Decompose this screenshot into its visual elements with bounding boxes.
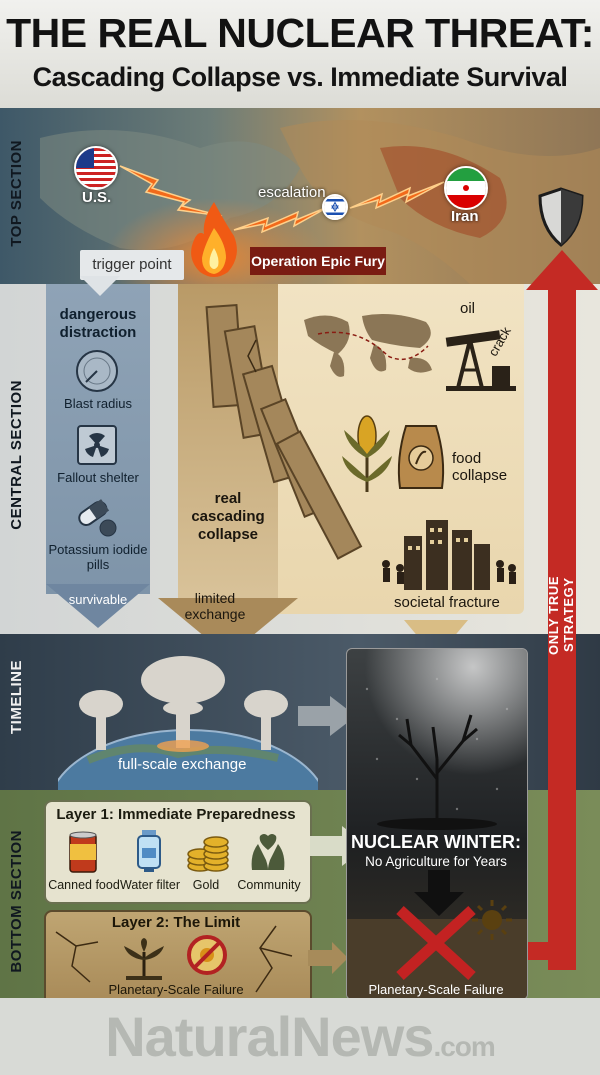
water-filter-icon <box>137 830 161 872</box>
fire-icon <box>191 202 237 277</box>
left-column-arrow <box>46 584 150 628</box>
corn-icon <box>342 415 392 492</box>
real-cascading-collapse-label: real cascading collapse <box>191 490 265 543</box>
oil-label: oil <box>460 300 476 317</box>
food-collapse-label: food collapse <box>452 450 508 484</box>
winter-down-arrow <box>414 870 464 916</box>
section-label-bottom: BOTTOM SECTION <box>8 830 25 973</box>
red-x-icon <box>396 905 476 981</box>
title-band <box>0 0 600 108</box>
dangerous-distraction-title: dangerous distraction <box>59 306 137 341</box>
gold-label: Gold <box>192 878 220 892</box>
canned-food-label: Canned food <box>48 878 120 892</box>
trigger-point-label: trigger point <box>80 250 184 280</box>
no-sun-icon <box>187 935 227 975</box>
trade-route-map-icon <box>304 314 432 377</box>
us-flag-icon <box>74 146 118 190</box>
planetary-failure-label: Planetary-Scale Failure <box>368 982 504 997</box>
israel-flag-icon <box>322 194 348 220</box>
middle-column-arrow <box>158 598 298 656</box>
iran-label: Iran <box>451 208 479 225</box>
full-scale-exchange-label: full-scale exchange <box>118 756 247 773</box>
canned-food-icon <box>69 831 97 873</box>
shield-icon <box>538 187 584 247</box>
only-true-strategy-label: ONLY TRUE STRATEGY <box>546 575 576 655</box>
domino-tiles <box>205 304 363 560</box>
section-label-timeline: TIMELINE <box>8 660 25 734</box>
nuclear-winter-title: NUCLEAR WINTER: <box>351 832 521 852</box>
operation-epic-fury-label: Operation Epic Fury <box>250 247 386 275</box>
lightning-bolt-icon <box>233 205 331 234</box>
logo-tld: .com <box>433 1031 495 1062</box>
trigger-down-arrow <box>80 276 120 296</box>
societal-fracture-label: societal fracture <box>394 594 500 611</box>
iran-flag-icon <box>444 166 488 210</box>
dim-sun-icon <box>472 900 512 940</box>
water-filter-label: Water filter <box>120 878 180 892</box>
layer2-title: Layer 2: The Limit <box>111 914 241 931</box>
radiation-icon <box>77 425 117 465</box>
globe-mushroom-clouds-icon <box>58 656 318 790</box>
layer2-right-arrow <box>308 942 348 974</box>
only-true-strategy-arrow <box>526 250 598 970</box>
survivable-label: survivable <box>68 592 128 607</box>
layer2-caption: Planetary-Scale Failure <box>108 982 244 997</box>
fallout-shelter-label: Fallout shelter <box>57 470 139 485</box>
potassium-iodide-label: Potassium iodide pills <box>48 542 148 572</box>
limited-exchange-label: limited exchange <box>184 590 246 622</box>
community-label: Community <box>237 878 301 892</box>
city-buildings-icon <box>382 520 516 590</box>
nuclear-winter-subtitle: No Agriculture for Years <box>365 854 507 869</box>
logo-brand: NaturalNews <box>105 1005 434 1068</box>
blast-radius-icon <box>76 350 118 392</box>
pills-icon <box>78 499 117 537</box>
timeline-right-arrow <box>298 696 356 736</box>
page-title: THE REAL NUCLEAR THREAT: <box>6 10 594 56</box>
lightning-bolt-icon <box>119 165 223 217</box>
cracked-earth-texture <box>55 925 293 993</box>
community-hands-icon <box>251 834 285 870</box>
page-subtitle: Cascading Collapse vs. Immediate Surviva… <box>32 62 568 92</box>
section-label-central: CENTRAL SECTION <box>8 380 25 530</box>
blast-radius-label: Blast radius <box>64 396 132 411</box>
footer-band <box>0 998 600 1075</box>
us-label: U.S. <box>82 189 112 206</box>
dead-tree-scene <box>347 649 527 999</box>
lightning-bolt-icon <box>349 181 445 210</box>
naturalnews-logo: NaturalNews.com <box>0 1004 600 1069</box>
dead-plant-icon <box>124 938 164 980</box>
layer1-title: Layer 1: Immediate Preparedness <box>56 806 296 823</box>
section-label-top: TOP SECTION <box>8 140 25 247</box>
food-sack-icon <box>397 425 445 489</box>
gold-coins-icon <box>187 836 229 872</box>
oil-derrick-icon <box>445 330 516 391</box>
escalation-label: escalation <box>258 184 326 201</box>
